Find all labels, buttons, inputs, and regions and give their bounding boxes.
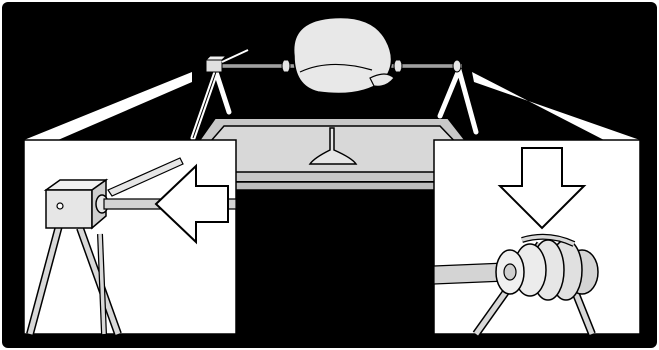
right-stand-cap <box>453 60 461 72</box>
motor-socket <box>57 203 63 209</box>
rotisserie-motor-detail <box>46 180 108 228</box>
detail-motor-insertion-panel <box>24 140 236 334</box>
detail-spit-fork-panel <box>434 140 640 334</box>
